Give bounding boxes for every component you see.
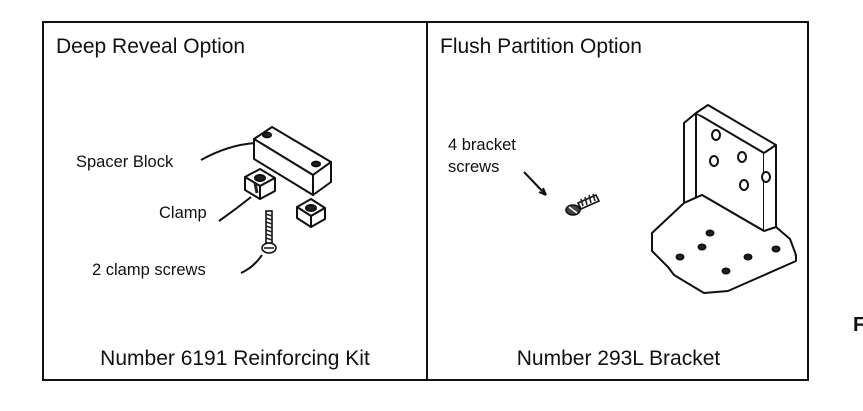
- deep-reveal-caption: Number 6191 Reinforcing Kit: [100, 347, 370, 370]
- deep-reveal-panel: Deep Reveal Option: [44, 23, 426, 379]
- flush-partition-title: Flush Partition Option: [440, 35, 642, 58]
- deep-reveal-title: Deep Reveal Option: [56, 35, 246, 58]
- bracket-screws-leader: [523, 171, 547, 196]
- clamp-leader: [218, 196, 252, 222]
- flush-partition-caption: Number 293L Bracket: [516, 347, 721, 370]
- spacer-block-label: Spacer Block: [76, 153, 174, 171]
- l-bracket-part: [651, 104, 797, 294]
- figure-frame: Deep Reveal Option: [42, 21, 809, 381]
- bracket-screw-part: [565, 193, 601, 216]
- clipped-edge-text: F: [853, 314, 863, 336]
- flush-partition-panel: Flush Partition Option: [428, 23, 809, 379]
- clamp-part-second: [296, 198, 326, 228]
- bracket-screws-label-line1: 4 bracket: [448, 136, 516, 154]
- clamp-screws-label: 2 clamp screws: [92, 261, 206, 279]
- bracket-screws-label-line2: screws: [448, 158, 500, 176]
- deep-reveal-illustration: [200, 126, 332, 274]
- clamp-part: [244, 168, 276, 200]
- clamp-label: Clamp: [159, 204, 207, 222]
- clamp-screws-leader: [240, 254, 263, 274]
- clamp-screw-part: [261, 210, 277, 254]
- flush-partition-illustration: [523, 104, 797, 294]
- panel-divider: [426, 23, 428, 379]
- spacer-block-leader: [200, 142, 256, 161]
- spacer-block-part: [253, 126, 332, 196]
